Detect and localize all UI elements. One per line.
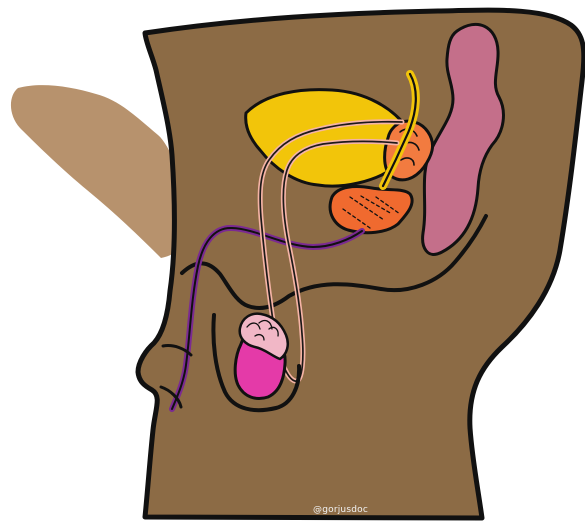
watermark-label: @gorjusdoc xyxy=(313,505,368,515)
